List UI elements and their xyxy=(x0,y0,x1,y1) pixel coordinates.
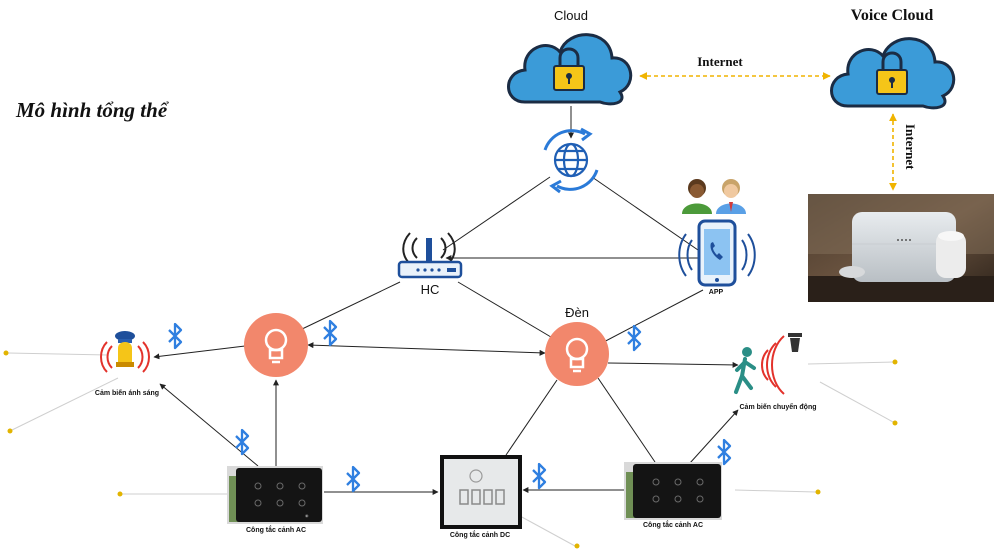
users-icon xyxy=(682,179,746,214)
cloud-label: Cloud xyxy=(554,8,588,23)
voice-cloud-label: Voice Cloud xyxy=(850,7,934,24)
bluetooth-icon-6 xyxy=(532,462,547,490)
link-hc-bulb-left xyxy=(299,281,401,331)
ac-switch-right-label: Công tắc cảnh AC xyxy=(642,522,704,529)
link-bulbright-motion xyxy=(607,361,739,368)
app-label: APP xyxy=(708,289,724,296)
den-label: Đèn xyxy=(565,305,589,320)
smartphone-icon xyxy=(678,219,756,287)
voice-cloud-lock-icon xyxy=(830,37,956,110)
svg-text:◉: ◉ xyxy=(305,513,309,518)
link-globe-app xyxy=(591,176,699,251)
dc-switch-panel xyxy=(440,455,522,529)
link-motion-acright xyxy=(689,409,739,464)
light-sensor-icon xyxy=(100,331,150,373)
globe-sync-icon xyxy=(543,127,599,194)
ac-switch-left-label: Công tắc cảnh AC xyxy=(245,527,307,534)
dc-switch-label: Công tắc cảnh DC xyxy=(449,532,511,539)
diagram-title: Mô hình tổng thể xyxy=(16,98,168,122)
link-bulbleft-lightsensor xyxy=(153,345,246,360)
ac-switch-left-panel: ◉ xyxy=(227,466,323,524)
smart-speaker-photo xyxy=(808,194,994,302)
internet-label-vertical: Internet xyxy=(903,124,918,170)
motion-sensor-icon xyxy=(734,333,802,395)
bluetooth-icon-7 xyxy=(717,438,732,466)
bluetooth-icon-3 xyxy=(627,324,642,352)
router-icon xyxy=(397,232,463,279)
link-app-bulb-right xyxy=(597,289,704,346)
hc-label: HC xyxy=(420,282,440,297)
connections xyxy=(153,106,739,495)
link-globe-hc xyxy=(442,176,551,251)
internet-label-horizontal: Internet xyxy=(697,54,743,69)
bluetooth-icon-2 xyxy=(323,319,338,347)
link-bulbright-dc xyxy=(505,379,558,456)
bluetooth-icons xyxy=(168,319,732,493)
internet-links xyxy=(639,72,897,191)
bluetooth-icon-1 xyxy=(168,322,183,350)
link-hc-bulb-right xyxy=(457,281,557,341)
bluetooth-icon-5 xyxy=(346,465,361,493)
ac-switch-right-panel xyxy=(624,462,722,520)
cloud-lock-icon xyxy=(507,33,633,106)
bulb-right-icon xyxy=(545,322,609,386)
bluetooth-icon-4 xyxy=(235,428,250,456)
motion-sensor-label: Cảm biến chuyển động xyxy=(739,404,817,411)
light-sensor-label: Cảm biến ánh sáng xyxy=(94,390,160,397)
bulb-left-icon xyxy=(244,313,308,377)
link-bulbs xyxy=(307,342,546,356)
pin-leaders xyxy=(3,350,898,549)
link-bulbright-acright xyxy=(597,377,656,463)
